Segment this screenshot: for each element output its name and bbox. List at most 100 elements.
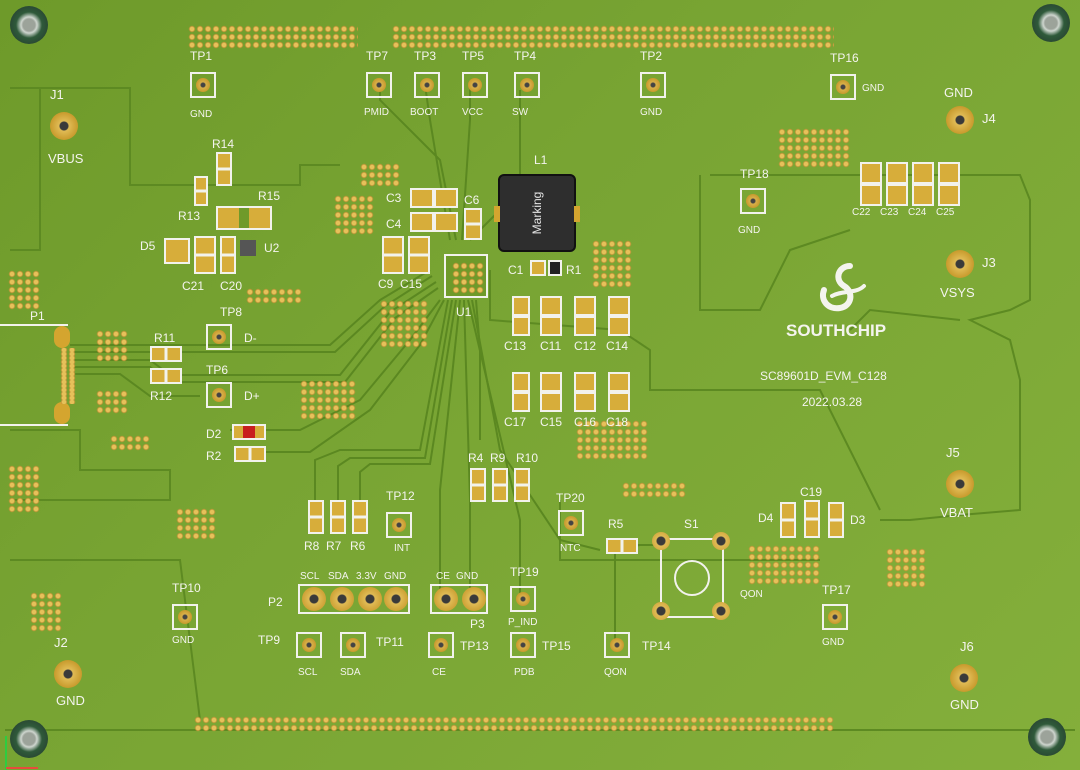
board-date: 2022.03.28	[802, 395, 863, 409]
testpoint-tp1[interactable]	[190, 72, 216, 98]
net-tp11: SDA	[340, 667, 361, 678]
testpoint-tp6[interactable]	[206, 382, 232, 408]
testpoint-tp3[interactable]	[414, 72, 440, 98]
via-array	[194, 716, 834, 732]
resistor-r12	[150, 368, 182, 384]
testpoint-tp8[interactable]	[206, 324, 232, 350]
via-array	[300, 380, 356, 420]
testpoint-tp15[interactable]	[510, 632, 536, 658]
testpoint-tp2[interactable]	[640, 72, 666, 98]
diode-d3	[828, 502, 844, 538]
net-tp12: INT	[394, 543, 411, 554]
via-array	[334, 195, 374, 235]
label-tp1: TP1	[190, 49, 213, 63]
inductor-l1: Marking	[498, 174, 576, 252]
label-c15: C15	[540, 415, 563, 429]
capacitor-c16	[574, 372, 596, 412]
via-array	[392, 25, 834, 49]
label-tp20: TP20	[556, 491, 585, 505]
label-r5: R5	[608, 517, 624, 531]
resistor-r11	[150, 346, 182, 362]
testpoint-tp11[interactable]	[340, 632, 366, 658]
jack-j6[interactable]	[950, 664, 978, 692]
testpoint-tp16[interactable]	[830, 74, 856, 100]
testpoint-tp18[interactable]	[740, 188, 766, 214]
net-j3: VSYS	[940, 285, 975, 300]
resistor-r15	[216, 206, 272, 230]
via-array	[188, 25, 358, 49]
label-c18: C18	[606, 415, 629, 429]
label-r6: R6	[350, 539, 366, 553]
label-l1: L1	[534, 153, 548, 167]
testpoint-tp14[interactable]	[604, 632, 630, 658]
p2-pin-scl: SCL	[300, 571, 320, 582]
label-tp3: TP3	[414, 49, 437, 63]
testpoint-tp10[interactable]	[172, 604, 198, 630]
capacitor-c12	[574, 296, 596, 336]
net-tp1: GND	[190, 109, 213, 120]
label-c9: C9	[378, 277, 394, 291]
label-s1: S1	[684, 517, 699, 531]
label-d5: D5	[140, 239, 156, 253]
header-p3[interactable]	[430, 584, 488, 614]
jack-j1[interactable]	[50, 112, 78, 140]
label-p1: P1	[30, 309, 45, 323]
net-tp10: GND	[172, 635, 195, 646]
label-c17: C17	[504, 415, 527, 429]
switch-s1[interactable]	[652, 532, 730, 620]
capacitor-c4	[410, 212, 458, 232]
header-p2[interactable]	[298, 584, 410, 614]
capacitor-c23	[886, 162, 908, 206]
via-array	[360, 163, 400, 187]
via-array	[8, 270, 40, 310]
capacitor-c21	[194, 236, 216, 274]
testpoint-tp19[interactable]	[510, 586, 536, 612]
southchip-logo-mark	[820, 263, 866, 312]
capacitor-c15a	[408, 236, 430, 274]
label-r1: R1	[566, 263, 582, 277]
net-s1: QON	[740, 589, 763, 600]
testpoint-tp20[interactable]	[558, 510, 584, 536]
jack-j4[interactable]	[946, 106, 974, 134]
p2-pin-3v3: 3.3V	[356, 571, 377, 582]
via-array	[576, 420, 648, 460]
resistor-r14	[216, 152, 232, 186]
capacitor-c14	[608, 296, 630, 336]
jack-j2[interactable]	[54, 660, 82, 688]
via-array	[110, 435, 150, 451]
jack-j3[interactable]	[946, 250, 974, 278]
capacitor-c17	[512, 372, 530, 412]
capacitor-c15	[540, 372, 562, 412]
usb-connector-p1	[0, 320, 80, 428]
testpoint-tp4[interactable]	[514, 72, 540, 98]
testpoint-tp7[interactable]	[366, 72, 392, 98]
label-tp15: TP15	[542, 639, 571, 653]
label-r13: R13	[178, 209, 201, 223]
p3-pin-gnd: GND	[456, 571, 479, 582]
label-j3: J3	[982, 255, 996, 270]
net-tp8: D-	[244, 331, 257, 345]
inductor-pad	[574, 206, 580, 222]
via-array	[380, 300, 428, 348]
p3-pin-ce: CE	[436, 571, 450, 582]
testpoint-tp12[interactable]	[386, 512, 412, 538]
label-c3: C3	[386, 191, 402, 205]
jack-j5[interactable]	[946, 470, 974, 498]
net-j5: VBAT	[940, 505, 973, 520]
capacitor-c1	[530, 260, 546, 276]
via-array	[778, 128, 850, 168]
mounting-hole-tr	[1032, 4, 1070, 42]
testpoint-tp17[interactable]	[822, 604, 848, 630]
testpoint-tp13[interactable]	[428, 632, 454, 658]
diode-d5	[164, 238, 190, 264]
capacitor-c9	[382, 236, 404, 274]
label-c21: C21	[182, 279, 205, 293]
label-c19: C19	[800, 485, 823, 499]
label-d4: D4	[758, 511, 774, 525]
via-array	[176, 508, 216, 540]
testpoint-tp9[interactable]	[296, 632, 322, 658]
resistor-r13	[194, 176, 208, 206]
testpoint-tp5[interactable]	[462, 72, 488, 98]
label-tp16: TP16	[830, 51, 859, 65]
net-j2: GND	[56, 693, 85, 708]
